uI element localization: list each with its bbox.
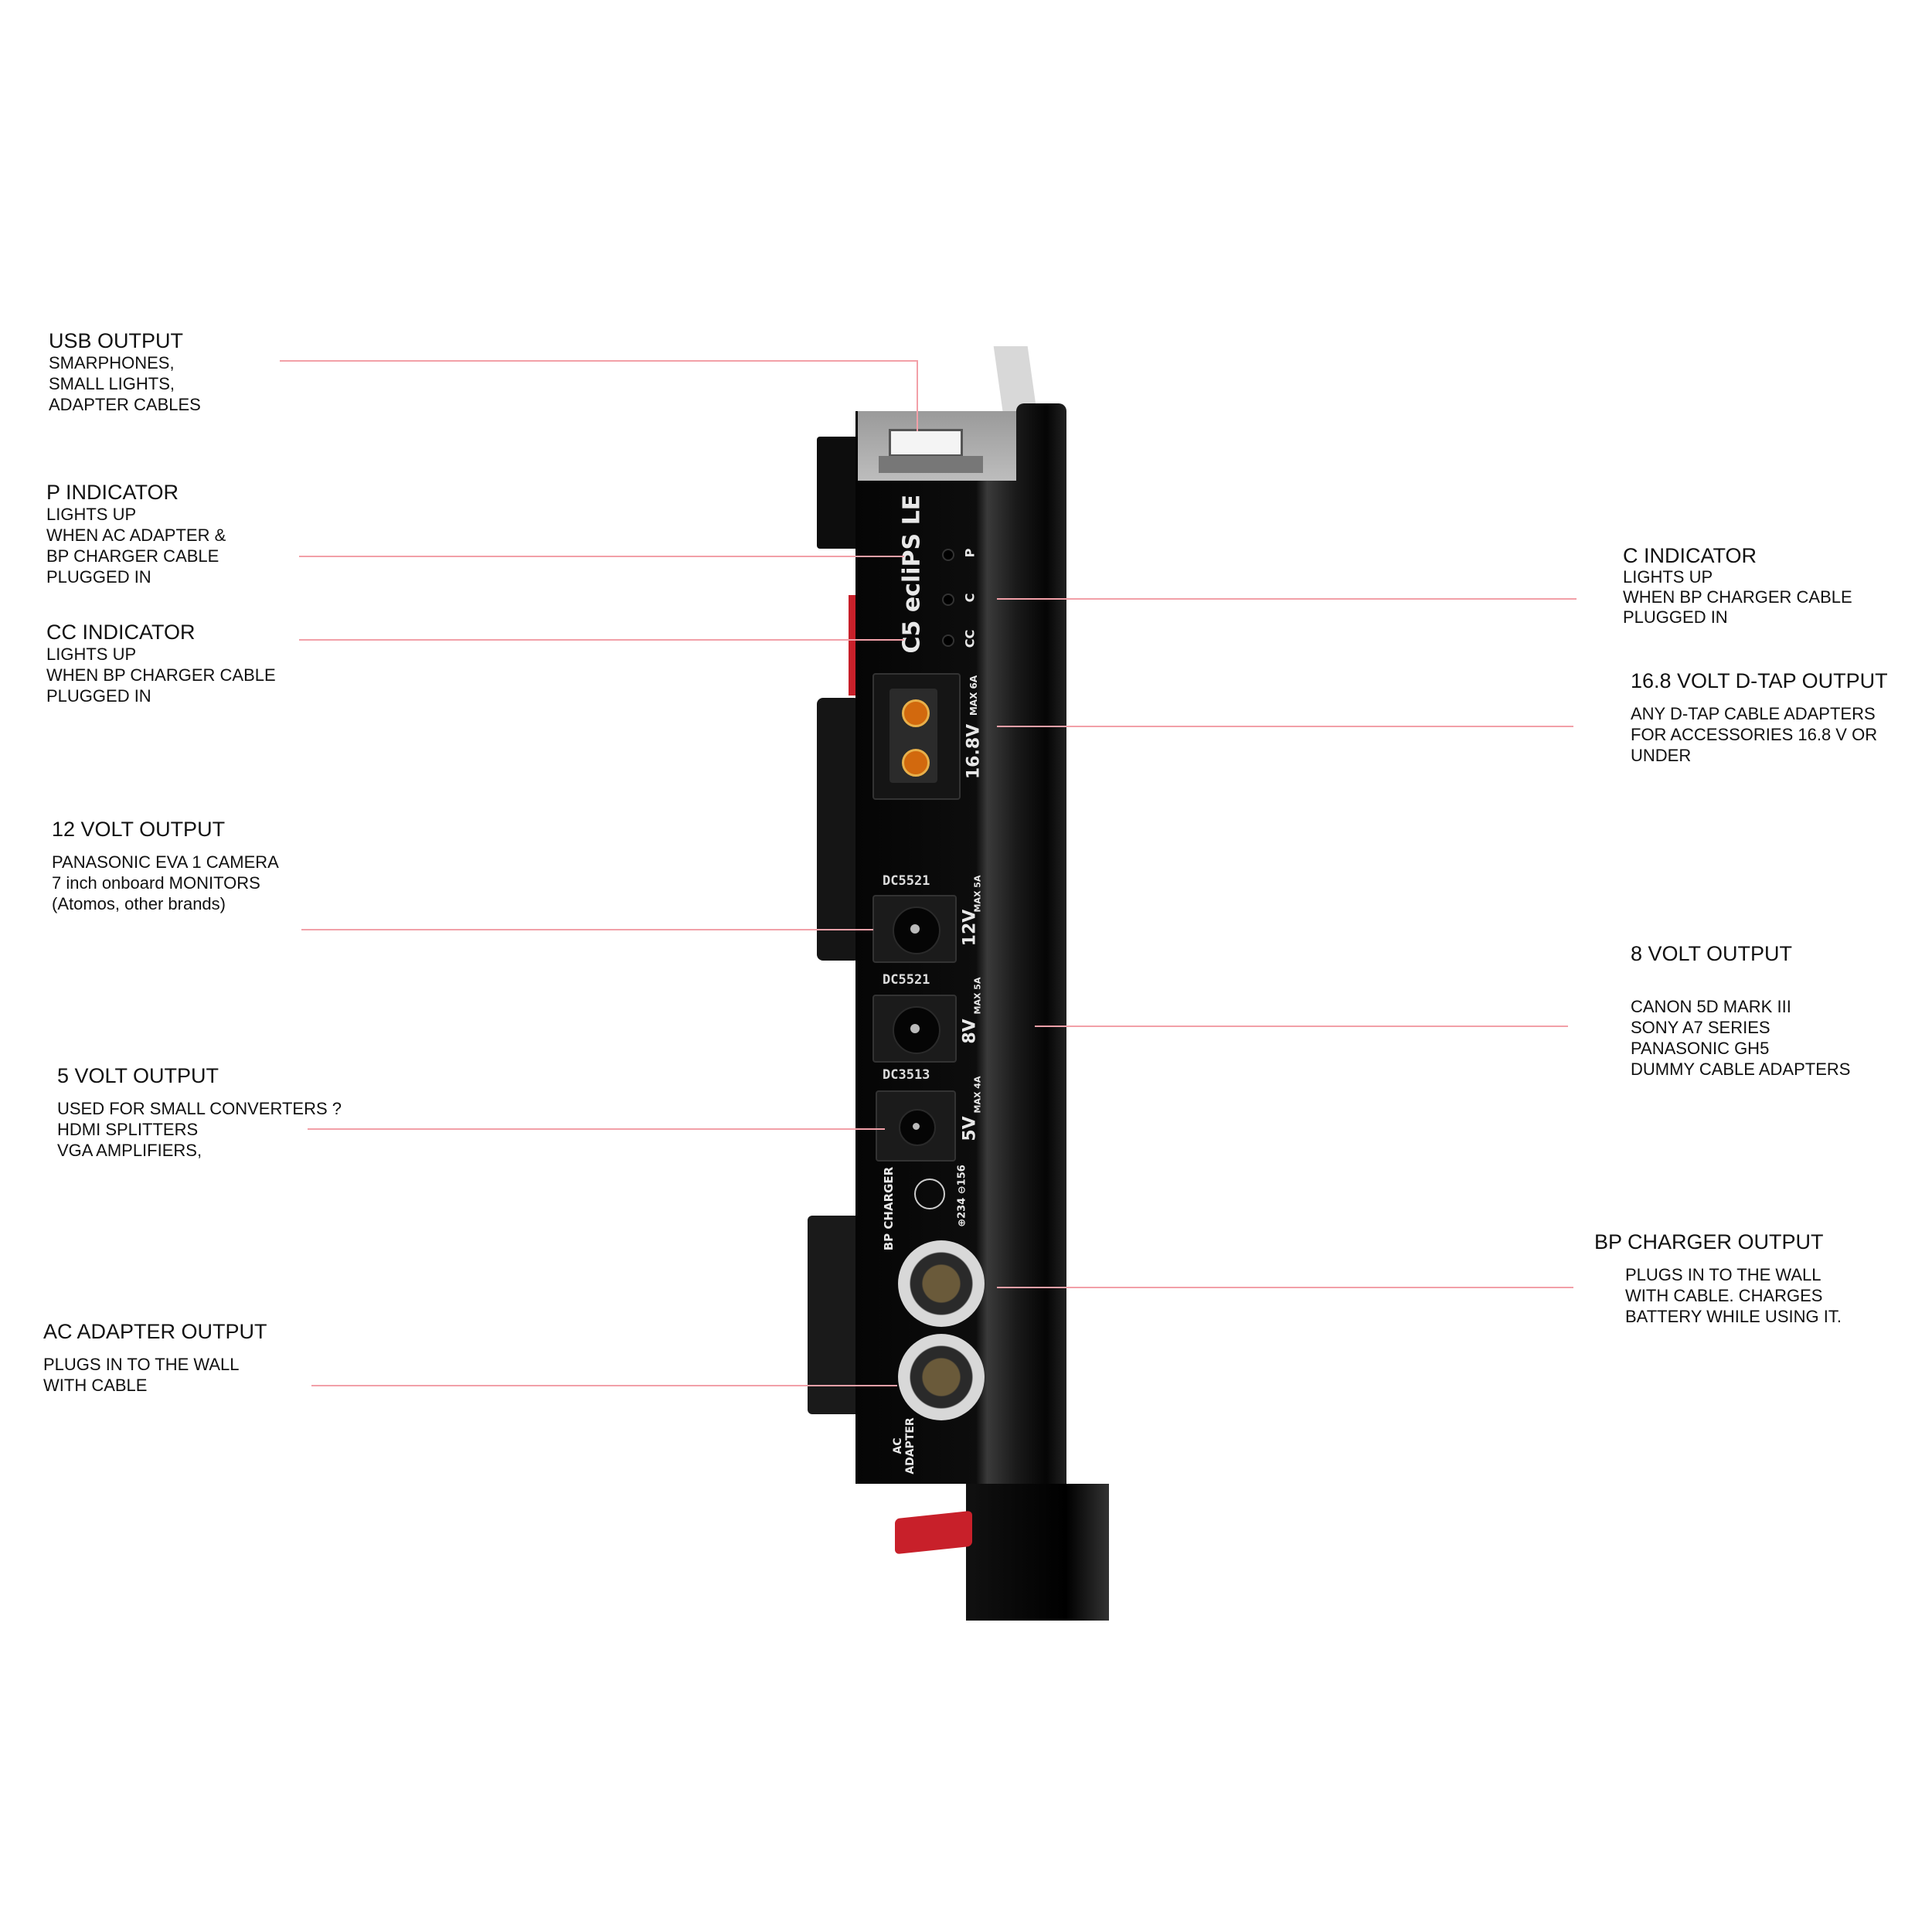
label-title: 5 VOLT OUTPUT xyxy=(57,1064,219,1087)
8v-dc-port[interactable] xyxy=(872,995,957,1063)
label-line: USED FOR SMALL CONVERTERS ? xyxy=(57,1099,342,1118)
label-c-indicator: C INDICATOR LIGHTS UP WHEN BP CHARGER CA… xyxy=(1623,544,1852,628)
label-p-indicator: P INDICATOR LIGHTS UP WHEN AC ADAPTER & … xyxy=(46,481,226,587)
mounting-plate xyxy=(1016,403,1066,1621)
leader-line-usb xyxy=(280,360,917,362)
side-bracket-top xyxy=(817,437,860,549)
c-indicator-led xyxy=(942,594,954,606)
5v-max-label: MAX 4A xyxy=(972,1076,983,1114)
label-line: SONY A7 SERIES xyxy=(1631,1018,1770,1037)
label-line: PLUGGED IN xyxy=(1623,607,1728,627)
ac-adapter-label: AC ADAPTER xyxy=(892,1417,917,1475)
leader-line-8v xyxy=(1035,1026,1568,1027)
label-title: C INDICATOR xyxy=(1623,544,1757,567)
red-accent xyxy=(849,595,856,696)
label-line: WITH CABLE xyxy=(43,1376,148,1395)
label-8v-output: 8 VOLT OUTPUT CANON 5D MARK III SONY A7 … xyxy=(1631,942,1850,1080)
dtap-voltage-label: 16.8V xyxy=(964,723,984,780)
12v-dc-port[interactable] xyxy=(872,895,957,963)
label-line: FOR ACCESSORIES 16.8 V OR xyxy=(1631,725,1878,744)
label-line: PANASONIC GH5 xyxy=(1631,1039,1770,1058)
label-line: WHEN BP CHARGER CABLE xyxy=(1623,587,1852,607)
label-line: ANY D-TAP CABLE ADAPTERS xyxy=(1631,704,1876,723)
label-line: SMALL LIGHTS, xyxy=(49,374,175,393)
leader-line-c xyxy=(997,598,1577,600)
dtap-max-label: MAX 6A xyxy=(968,675,979,716)
label-title: P INDICATOR xyxy=(46,481,179,504)
label-line: LIGHTS UP xyxy=(46,645,137,664)
leader-line-12v xyxy=(301,929,873,930)
label-line: LIGHTS UP xyxy=(46,505,137,524)
top-label-plate xyxy=(879,456,983,473)
label-line: HDMI SPLITTERS xyxy=(57,1120,199,1139)
leader-line-cc xyxy=(299,639,904,641)
c-indicator-label: C xyxy=(962,593,978,603)
logo: C5 ecliPS LE xyxy=(898,494,926,654)
port-type-label: DC5521 xyxy=(883,873,930,889)
label-title: AC ADAPTER OUTPUT xyxy=(43,1320,267,1343)
usb-port[interactable] xyxy=(889,429,963,457)
dtap-pin xyxy=(902,749,930,777)
p-indicator-label: P xyxy=(962,548,978,558)
dtap-port[interactable] xyxy=(872,673,961,800)
label-line: BP CHARGER CABLE xyxy=(46,546,219,566)
label-title: CC INDICATOR xyxy=(46,621,196,644)
label-cc-indicator: CC INDICATOR LIGHTS UP WHEN BP CHARGER C… xyxy=(46,621,276,706)
label-line: BATTERY WHILE USING IT. xyxy=(1625,1307,1842,1326)
label-line: PLUGS IN TO THE WALL xyxy=(43,1355,240,1374)
label-title: 12 VOLT OUTPUT xyxy=(52,818,226,841)
label-ac-adapter-output: AC ADAPTER OUTPUT PLUGS IN TO THE WALL W… xyxy=(43,1320,267,1396)
label-line: WITH CABLE. CHARGES xyxy=(1625,1286,1823,1305)
leader-line-bp xyxy=(997,1287,1573,1288)
bottom-block xyxy=(966,1484,1109,1621)
label-12v-output: 12 VOLT OUTPUT PANASONIC EVA 1 CAMERA 7 … xyxy=(52,818,279,914)
label-line: PLUGGED IN xyxy=(46,686,151,706)
leader-line-p xyxy=(299,556,904,557)
leader-line-ac xyxy=(311,1385,897,1386)
label-title: USB OUTPUT xyxy=(49,329,184,352)
release-lever xyxy=(895,1510,972,1555)
port-type-label: DC5521 xyxy=(883,972,930,988)
label-line: PLUGS IN TO THE WALL xyxy=(1625,1265,1821,1284)
leader-line-dtap xyxy=(997,726,1573,727)
bp-charger-label: BP CHARGER xyxy=(882,1166,896,1251)
label-line: PANASONIC EVA 1 CAMERA xyxy=(52,852,279,872)
leader-line-5v xyxy=(308,1128,885,1130)
label-title: 8 VOLT OUTPUT xyxy=(1631,942,1793,965)
cc-indicator-led xyxy=(942,634,954,647)
port-type-label: DC3513 xyxy=(883,1067,930,1083)
label-5v-output: 5 VOLT OUTPUT USED FOR SMALL CONVERTERS … xyxy=(57,1064,342,1161)
label-dtap-output: 16.8 VOLT D-TAP OUTPUT ANY D-TAP CABLE A… xyxy=(1631,669,1888,766)
leader-line-usb-vertical xyxy=(917,360,918,431)
5v-dc-port[interactable] xyxy=(876,1090,956,1162)
ac-adapter-connector[interactable] xyxy=(898,1334,985,1420)
label-title: 16.8 VOLT D-TAP OUTPUT xyxy=(1631,669,1888,692)
label-line: (Atomos, other brands) xyxy=(52,894,226,913)
bp-pinout-label: ⊕234 ⊖156 xyxy=(956,1165,968,1227)
label-usb-output: USB OUTPUT SMARPHONES, SMALL LIGHTS, ADA… xyxy=(49,329,201,415)
label-title: BP CHARGER OUTPUT xyxy=(1594,1230,1824,1253)
label-line: DUMMY CABLE ADAPTERS xyxy=(1631,1060,1851,1079)
8v-max-label: MAX 5A xyxy=(972,977,983,1015)
label-line: WHEN AC ADAPTER & xyxy=(46,526,226,545)
pinout-diagram-icon xyxy=(914,1179,945,1209)
side-bracket-middle xyxy=(817,698,860,961)
label-line: UNDER xyxy=(1631,746,1692,765)
label-line: PLUGGED IN xyxy=(46,567,151,587)
bp-charger-connector[interactable] xyxy=(898,1240,985,1327)
12v-max-label: MAX 5A xyxy=(972,875,983,913)
label-line: SMARPHONES, xyxy=(49,353,175,372)
cc-indicator-label: CC xyxy=(962,629,978,648)
label-line: 7 inch onboard MONITORS xyxy=(52,873,260,893)
label-line: WHEN BP CHARGER CABLE xyxy=(46,665,276,685)
label-line: LIGHTS UP xyxy=(1623,567,1713,587)
label-line: VGA AMPLIFIERS, xyxy=(57,1141,202,1160)
p-indicator-led xyxy=(942,549,954,561)
label-bp-charger-output: BP CHARGER OUTPUT PLUGS IN TO THE WALL W… xyxy=(1594,1230,1842,1327)
label-line: CANON 5D MARK III xyxy=(1631,997,1791,1016)
label-line: ADAPTER CABLES xyxy=(49,395,201,414)
dtap-pin xyxy=(902,699,930,727)
